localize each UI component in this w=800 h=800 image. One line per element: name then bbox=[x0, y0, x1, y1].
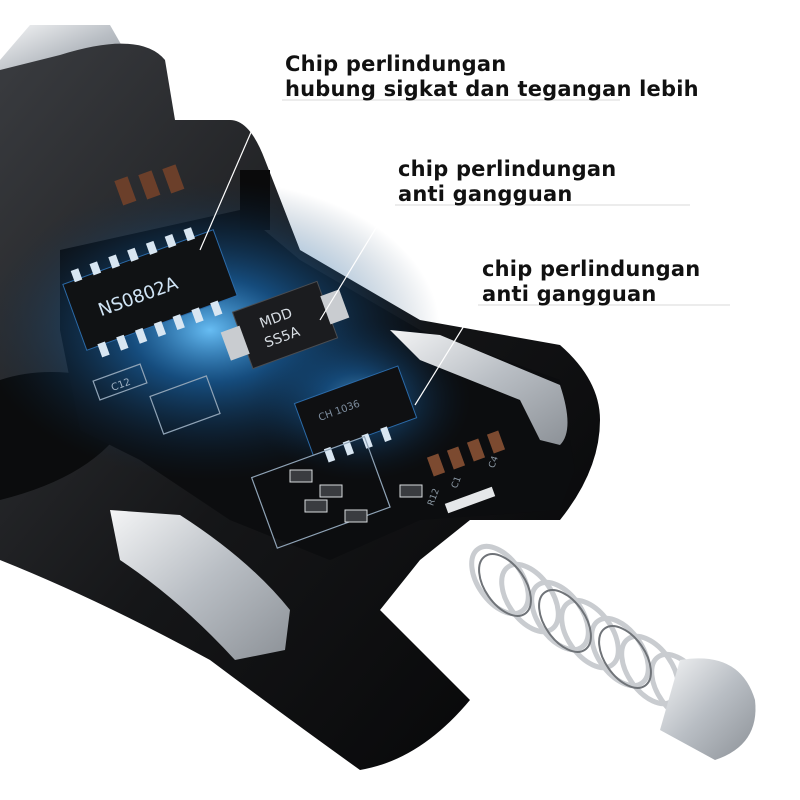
tip-contact-pin bbox=[660, 658, 756, 760]
callout-1-line-2: hubung sigkat dan tegangan lebih bbox=[285, 77, 699, 101]
callout-2-line-2: anti gangguan bbox=[398, 182, 573, 206]
callout-short-circuit-overvoltage: Chip perlindungan hubung sigkat dan tega… bbox=[285, 52, 699, 102]
chip-ns0802a: NS0802A bbox=[62, 227, 238, 358]
callout-1-line-1: Chip perlindungan bbox=[285, 52, 507, 76]
chip-mdd-ss5a: MDD SS5A bbox=[220, 280, 350, 370]
top-resistor-pads bbox=[114, 164, 185, 206]
spring-coil bbox=[469, 543, 711, 725]
callout-leader-lines bbox=[199, 99, 730, 406]
metal-side-contact-right bbox=[390, 330, 568, 445]
silk-c1: C1 bbox=[450, 475, 464, 490]
silk-c4: C4 bbox=[487, 455, 501, 470]
metal-side-contact-left bbox=[110, 510, 290, 660]
callout-3-line-2: anti gangguan bbox=[482, 282, 657, 306]
callout-anti-interference-1: chip perlindungan anti gangguan bbox=[398, 157, 616, 207]
callout-3-line-1: chip perlindungan bbox=[482, 257, 701, 281]
leader-line-3 bbox=[414, 299, 481, 406]
pcb-silkscreen bbox=[92, 363, 391, 549]
smd-components bbox=[289, 430, 506, 523]
spring-coil-shadow bbox=[478, 553, 652, 689]
leader-line-2 bbox=[319, 204, 391, 321]
callout-2-line-1: chip perlindungan bbox=[398, 157, 617, 181]
chip-small-ic: CH 1036 bbox=[293, 365, 418, 463]
callout-anti-interference-2: chip perlindungan anti gangguan bbox=[482, 257, 700, 307]
leader-line-1 bbox=[199, 99, 266, 251]
